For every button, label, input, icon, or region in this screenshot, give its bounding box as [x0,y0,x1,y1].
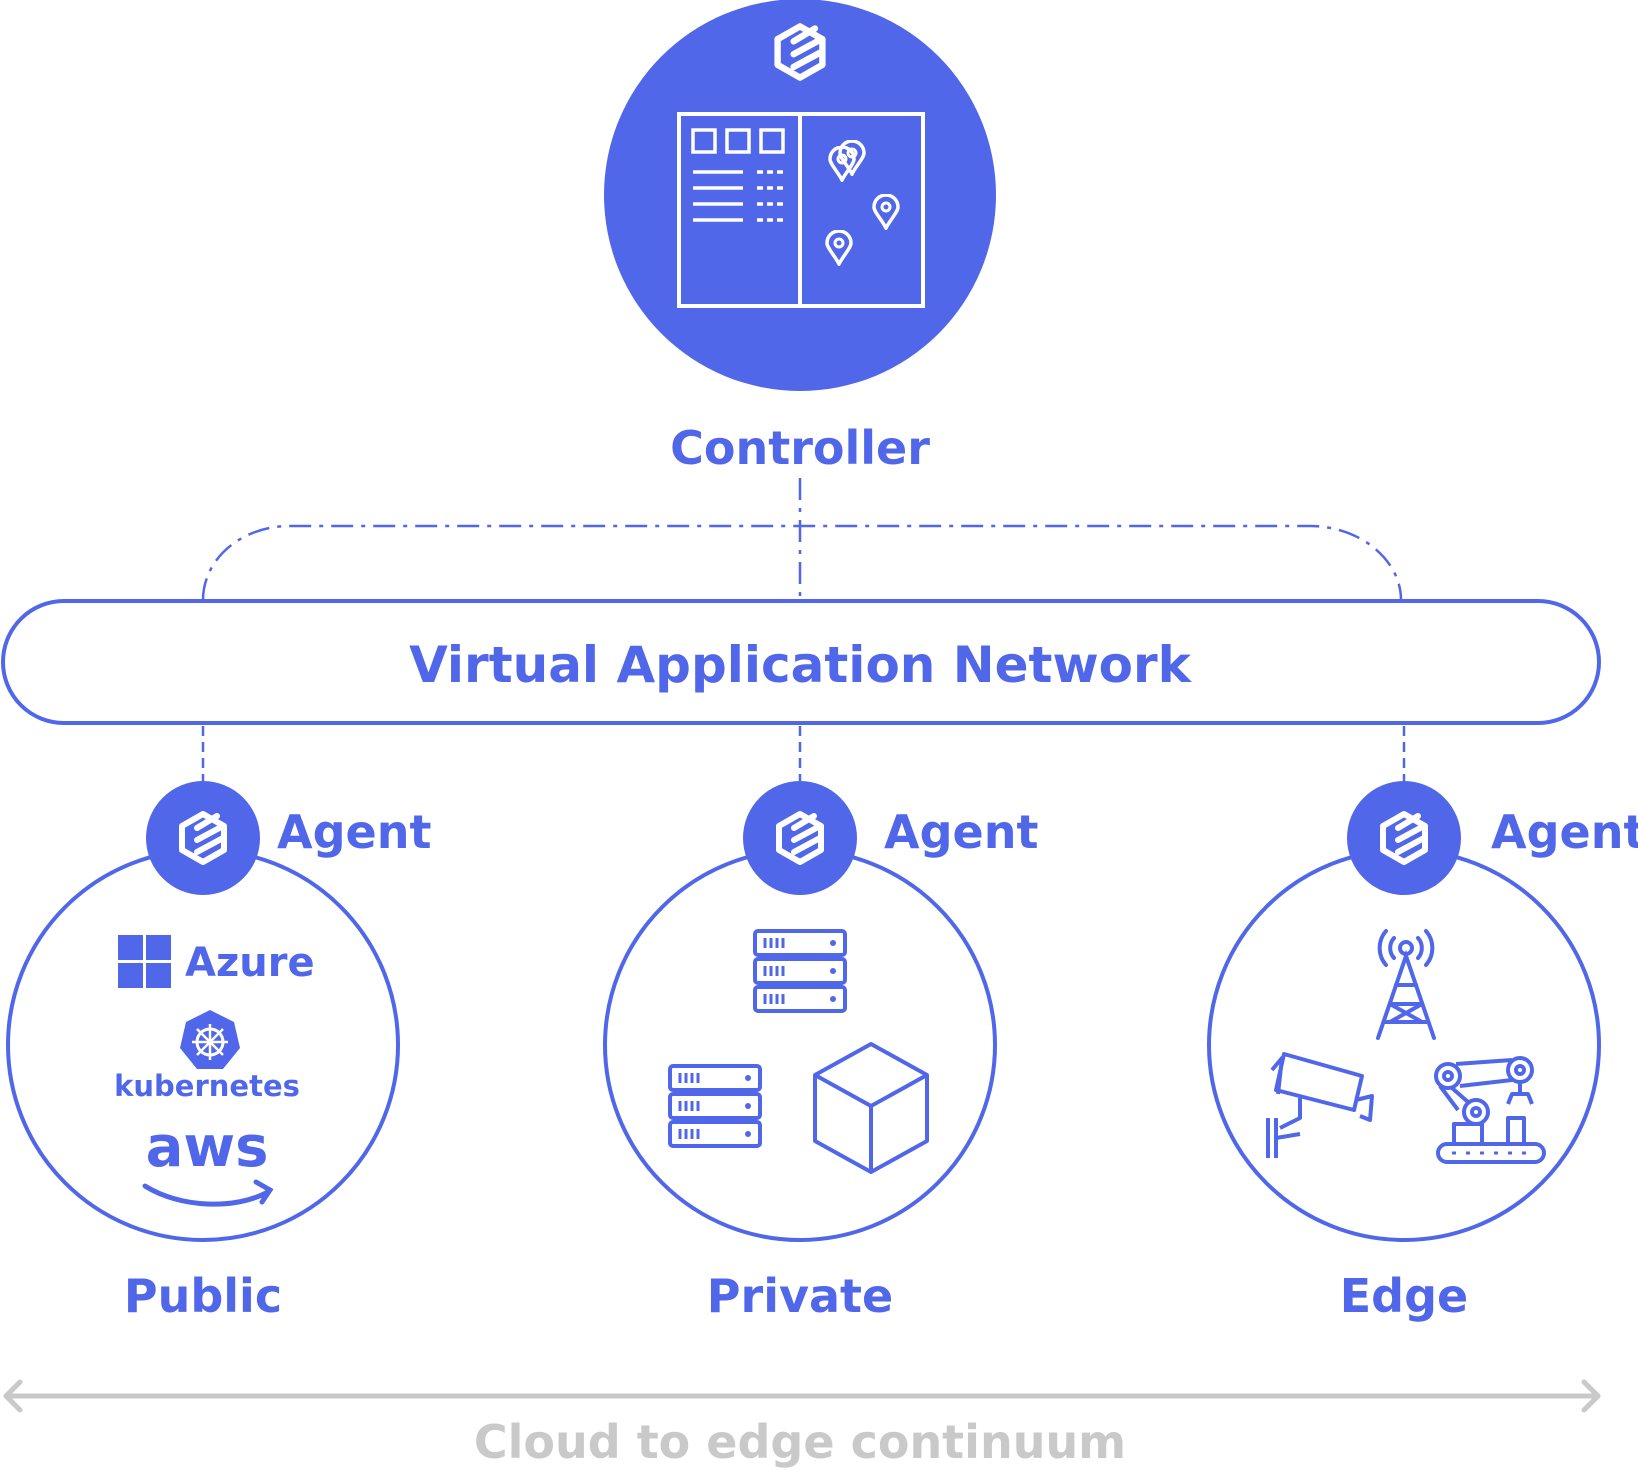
connector-lines [201,478,1406,786]
robot-arm-icon [1434,1056,1546,1164]
continuum-label: Cloud to edge continuum [474,1415,1126,1469]
kubernetes-logo-icon [180,1010,240,1069]
controller-label: Controller [670,421,930,475]
cell-tower-icon [1376,929,1436,1040]
aws-logo-text: aws [146,1115,269,1180]
edge-zone-label: Edge [1340,1269,1468,1323]
private-zone-label: Private [707,1269,893,1323]
private-zone-circle [603,848,997,1242]
azure-logo-icon [118,935,171,988]
security-camera-icon [1266,1052,1374,1158]
edge-agent-label: Agent [1491,805,1638,859]
aws-smile-icon [142,1179,274,1207]
private-agent-label: Agent [884,805,1038,859]
edge-zone-circle [1207,848,1601,1242]
public-agent-label: Agent [277,805,431,859]
virtual-application-network-bar [1,599,1601,725]
kubernetes-logo-text: kubernetes [114,1069,300,1103]
public-zone-label: Public [124,1269,282,1323]
controller-dashboard-icon [677,112,925,308]
azure-logo-text: Azure [185,940,315,986]
continuum-arrow [3,1379,1601,1413]
network-label: Virtual Application Network [409,636,1193,694]
cube-icon [813,1042,929,1174]
